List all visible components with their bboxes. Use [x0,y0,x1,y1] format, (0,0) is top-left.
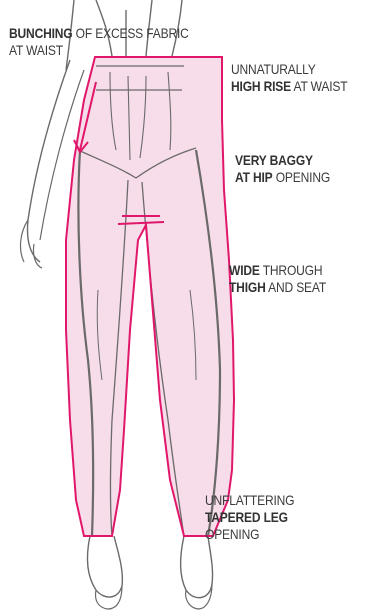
callout-wide-thigh-rest2: AND SEAT [266,279,326,295]
callout-baggy-hip-line1-bold: VERY BAGGY [235,152,313,168]
left-ankle [88,536,123,597]
pants-fill [66,57,234,536]
callout-bunching: BUNCHING OF EXCESS FABRIC AT WAIST [9,25,189,59]
callout-high-rise-line2: HIGH RISE AT WAIST [231,78,347,95]
callout-baggy-hip-rest: OPENING [273,169,330,185]
callout-high-rise: UNNATURALLY HIGH RISE AT WAIST [231,61,347,95]
callout-tapered-leg-bold: TAPERED LEG [205,509,288,525]
callout-wide-thigh-bold1: WIDE [229,262,260,278]
right-ankle [181,536,213,598]
callout-tapered-leg: UNFLATTERING TAPERED LEG OPENING [205,492,294,543]
callout-high-rise-rest: AT WAIST [291,78,347,94]
callout-tapered-leg-line2: TAPERED LEG [205,509,294,526]
callout-baggy-hip-line1: VERY BAGGY [235,152,330,169]
callout-bunching-line1: BUNCHING OF EXCESS FABRIC [9,25,189,42]
callout-baggy-hip-line2: AT HIP OPENING [235,169,330,186]
callout-high-rise-line1: UNNATURALLY [231,61,347,78]
callout-bunching-line2: AT WAIST [9,42,189,59]
callout-wide-thigh-rest1: THROUGH [260,262,323,278]
callout-wide-thigh-bold2: THIGH [229,279,266,295]
callout-wide-thigh-line2: THIGH AND SEAT [229,279,326,296]
arm-sketch [28,60,71,262]
callout-baggy-hip: VERY BAGGY AT HIP OPENING [235,152,330,186]
callout-tapered-leg-line1: UNFLATTERING [205,492,294,509]
callout-bunching-bold: BUNCHING [9,25,73,41]
callout-high-rise-bold: HIGH RISE [231,78,291,94]
callout-tapered-leg-line3: OPENING [205,526,294,543]
callout-bunching-rest: OF EXCESS FABRIC [73,25,189,41]
callout-baggy-hip-bold: AT HIP [235,169,273,185]
callout-wide-thigh: WIDE THROUGH THIGH AND SEAT [229,262,326,296]
callout-wide-thigh-line1: WIDE THROUGH [229,262,326,279]
right-foot [186,584,212,609]
